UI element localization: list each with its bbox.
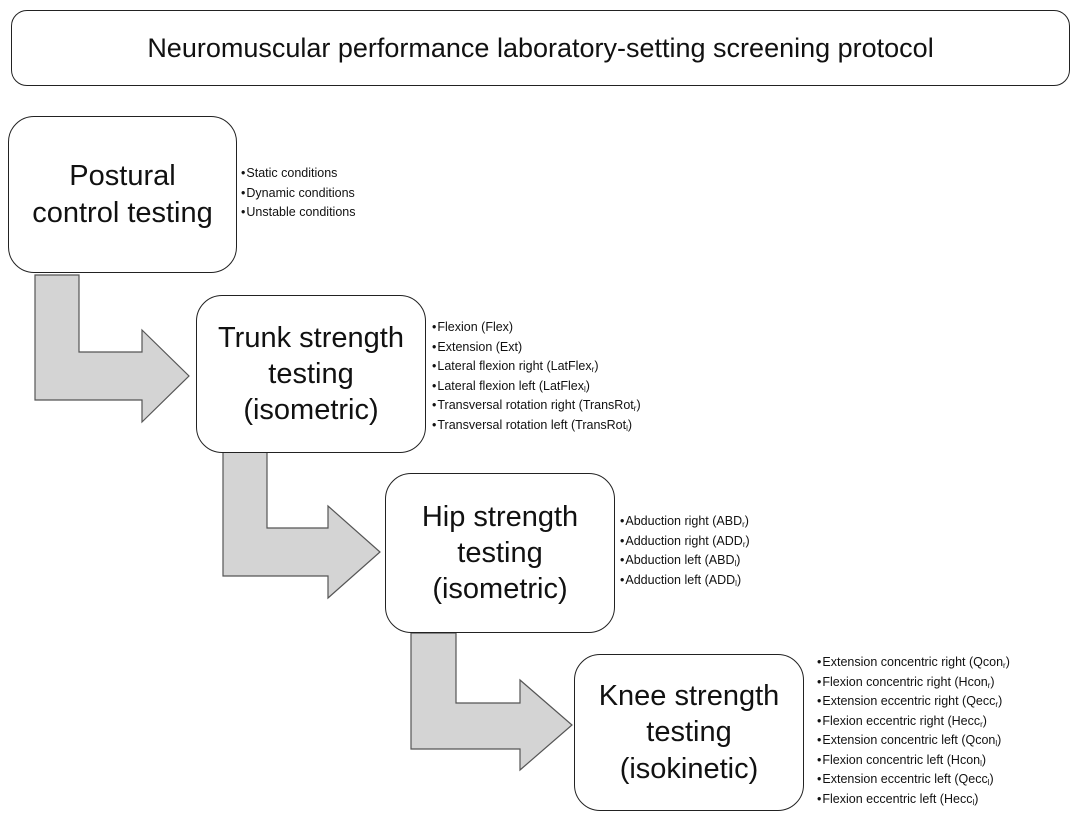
diagram-title-box: Neuromuscular performance laboratory-set…: [11, 10, 1070, 86]
list-item: Flexion eccentric right (Heccr): [817, 712, 1010, 732]
list-item: Extension eccentric left (Qeccl): [817, 770, 1010, 790]
step-items-postural-control: Static conditions Dynamic conditions Uns…: [241, 164, 356, 223]
list-item: Transversal rotation right (TransRotr): [432, 396, 640, 416]
diagram-title: Neuromuscular performance laboratory-set…: [147, 32, 934, 63]
step-items-hip-strength: Abduction right (ABDr) Adduction right (…: [620, 512, 750, 591]
list-item: Dynamic conditions: [241, 184, 356, 204]
list-item: Extension concentric right (Qconr): [817, 653, 1009, 673]
step-label-line: Postural: [69, 160, 176, 193]
step-label-line: Knee strength: [598, 680, 780, 713]
step-label-line: testing: [457, 536, 543, 569]
step-box-postural-control: Postural control testing: [8, 116, 237, 273]
step-label-line: Hip strength: [421, 500, 579, 533]
list-item: Abduction right (ABDr): [620, 512, 750, 532]
step-label-line: Trunk strength: [218, 321, 404, 354]
step-items-trunk-strength: Flexion (Flex) Extension (Ext) Lateral f…: [432, 318, 641, 436]
step-label-line: testing: [268, 357, 354, 390]
list-item: Extension concentric left (Qconl): [817, 731, 1010, 751]
list-item: Adduction right (ADDr): [620, 532, 749, 552]
list-item: Abduction left (ABDl): [620, 551, 750, 571]
list-item: Flexion concentric right (Hconr): [817, 673, 1010, 693]
list-item: Flexion (Flex): [432, 318, 641, 338]
list-item: Extension eccentric right (Qeccr): [817, 692, 1010, 712]
step-label-line: control testing: [32, 196, 213, 229]
list-item: Lateral flexion right (LatFlexr): [432, 357, 641, 377]
arrow-hip-to-knee: [410, 632, 573, 772]
arrow-trunk-to-hip: [222, 451, 381, 600]
list-item: Extension (Ext): [432, 338, 641, 358]
step-label-line: (isokinetic): [619, 752, 759, 785]
step-box-hip-strength: Hip strength testing (isometric): [385, 473, 615, 633]
step-label-line: (isometric): [243, 394, 379, 427]
step-box-trunk-strength: Trunk strength testing (isometric): [196, 295, 426, 453]
list-item: Adduction left (ADDl): [620, 571, 750, 591]
list-item: Static conditions: [241, 164, 356, 184]
list-item: Flexion concentric left (Hconl): [817, 751, 1010, 771]
step-items-knee-strength: Extension concentric right (Qconr) Flexi…: [817, 653, 1010, 810]
arrow-postural-to-trunk: [34, 274, 190, 424]
step-label-line: (isometric): [432, 573, 568, 606]
list-item: Transversal rotation left (TransRotl): [432, 416, 641, 436]
list-item: Lateral flexion left (LatFlexl): [432, 377, 641, 397]
step-label-line: testing: [646, 716, 732, 749]
list-item: Flexion eccentric left (Heccl): [817, 790, 1010, 810]
step-box-knee-strength: Knee strength testing (isokinetic): [574, 654, 804, 811]
list-item: Unstable conditions: [241, 203, 355, 223]
